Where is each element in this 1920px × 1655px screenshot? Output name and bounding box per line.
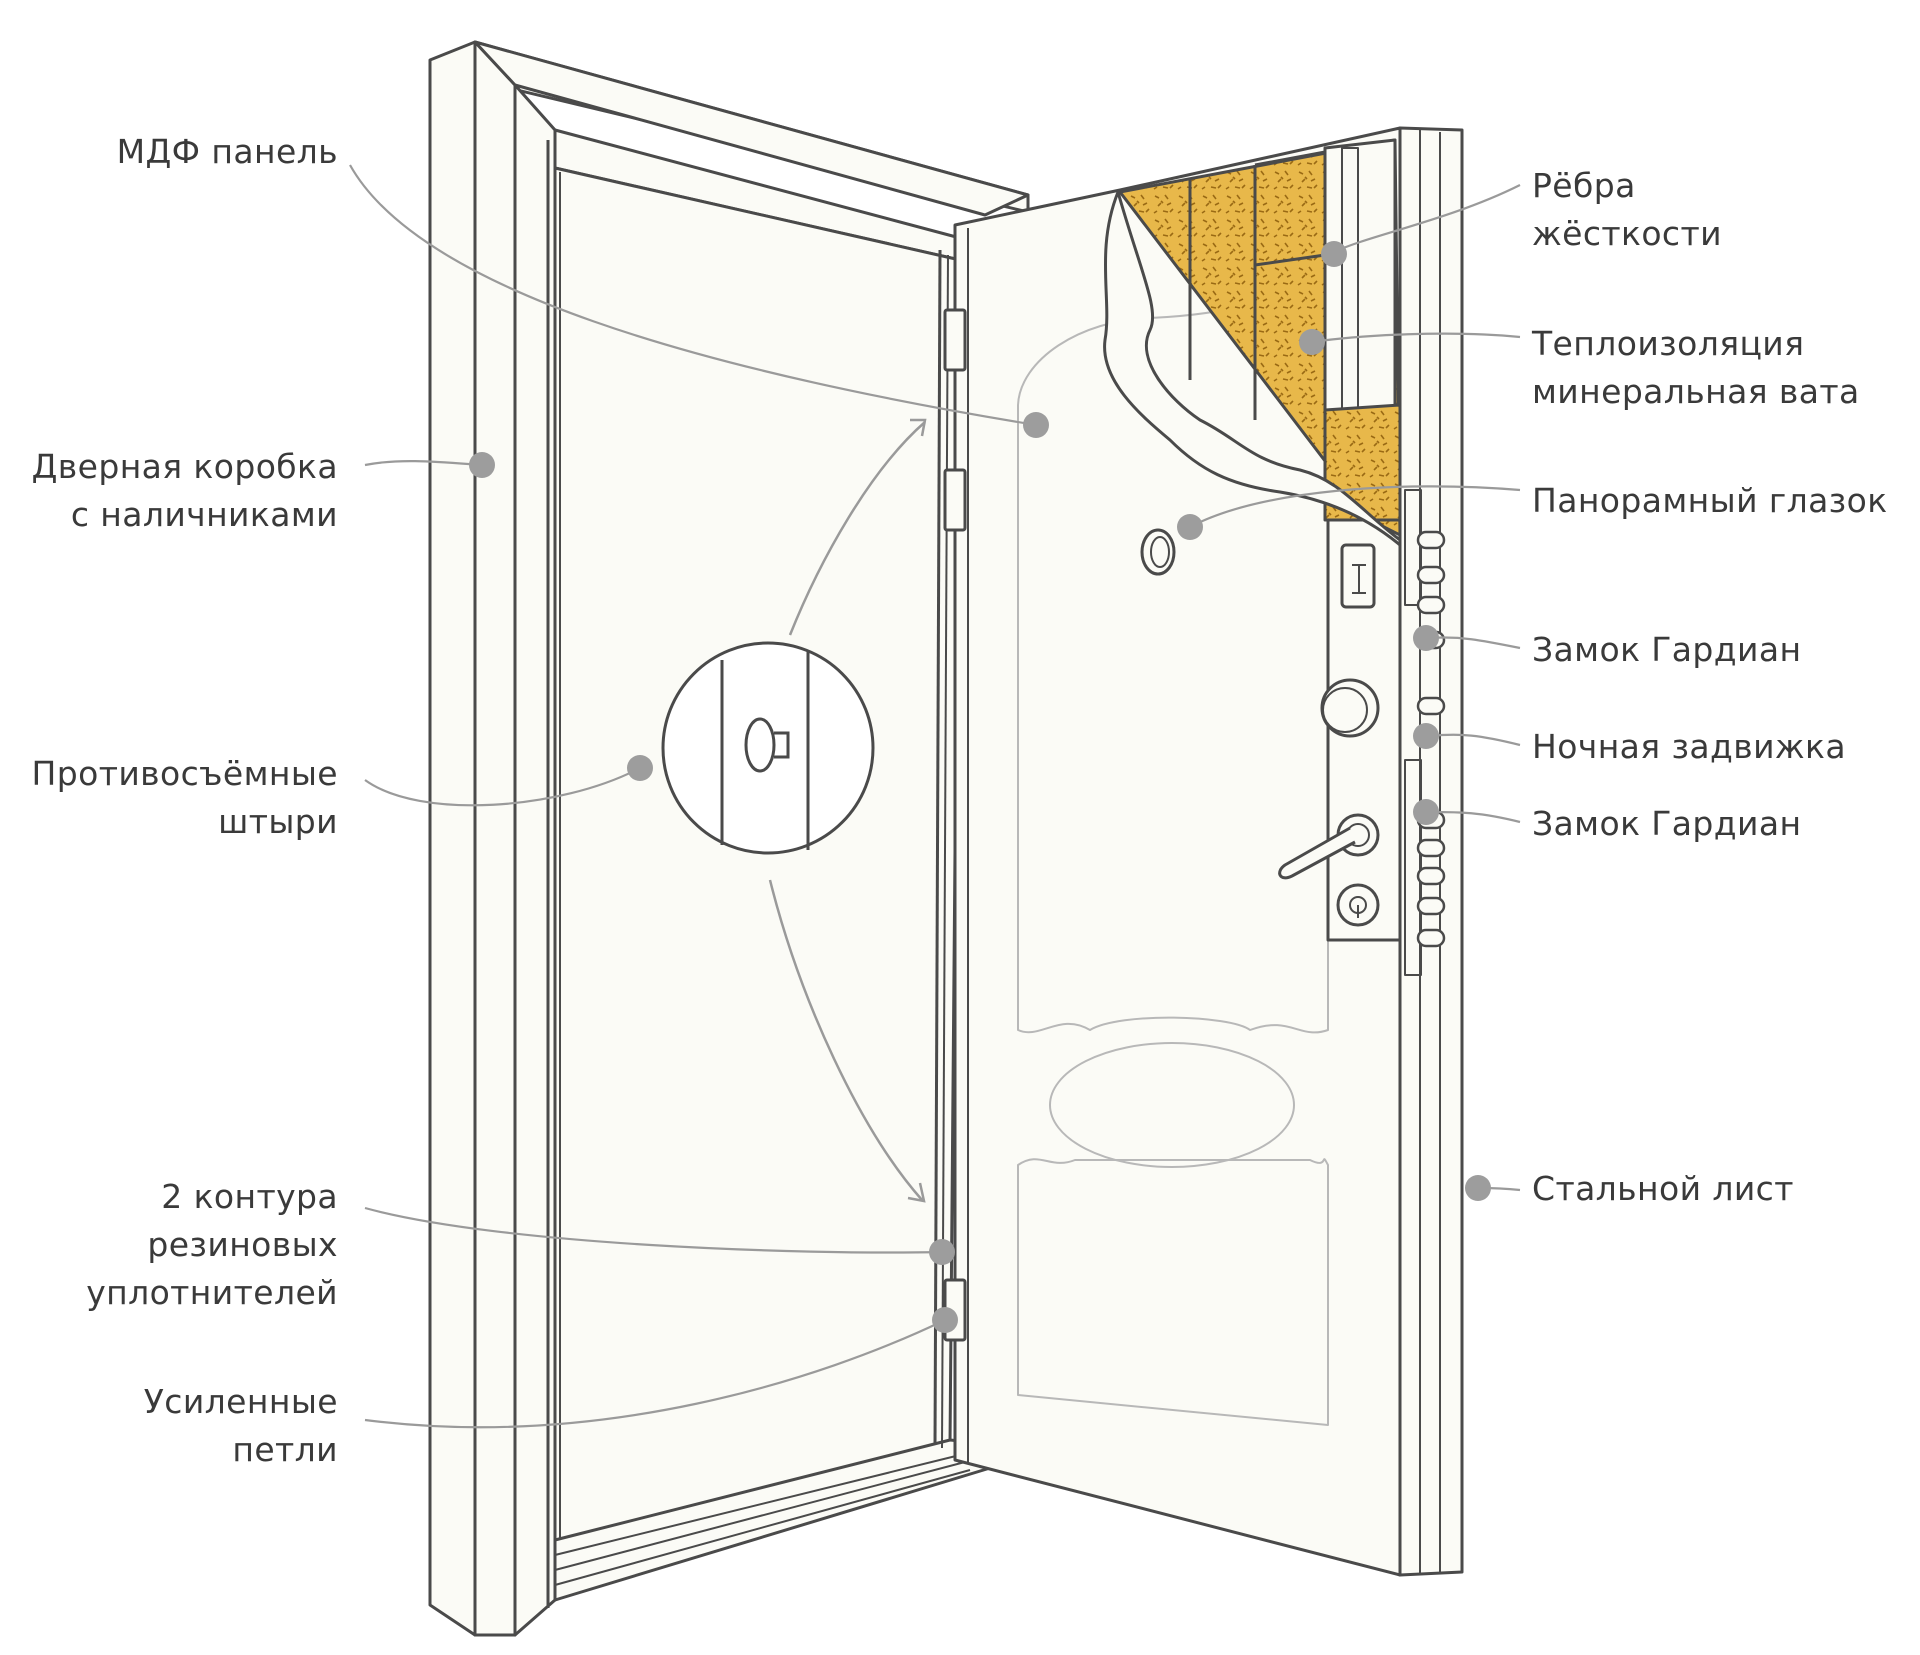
label-night-latch: Ночная задвижка	[1532, 727, 1847, 766]
label-hinges: Усиленные петли	[143, 1382, 338, 1469]
label-steel-sheet: Стальной лист	[1532, 1169, 1794, 1208]
pin-zoom-circle	[661, 641, 875, 855]
dot-ribs	[1321, 241, 1347, 267]
dot-insulation	[1299, 329, 1325, 355]
label-mdf-panel: МДФ панель	[116, 132, 338, 171]
zoom-arrows	[768, 418, 927, 1203]
leader-ribs	[1333, 184, 1521, 253]
label-stiffening-ribs: Рёбра жёсткости	[1532, 166, 1722, 253]
door-frame	[428, 40, 1030, 1637]
dot-pins	[627, 755, 653, 781]
label-insulation: Теплоизоляция минеральная вата	[1532, 324, 1860, 411]
leader-insulation	[1311, 332, 1521, 344]
dot-night-latch	[1413, 723, 1439, 749]
dot-lock-top	[1413, 625, 1439, 651]
dot-hinges	[932, 1307, 958, 1333]
dot-lock-bottom	[1413, 799, 1439, 825]
label-rubber-seals: 2 контура резиновых уплотнителей	[86, 1177, 338, 1312]
leader-hinges	[364, 1319, 946, 1429]
leader-door-frame	[364, 460, 483, 467]
leader-seals	[364, 1206, 943, 1254]
dot-seals	[929, 1239, 955, 1265]
label-peephole: Панорамный глазок	[1532, 481, 1888, 520]
callout-dots	[469, 241, 1491, 1333]
label-door-frame: Дверная коробка с наличниками	[31, 447, 338, 534]
label-anti-removal-pins: Противосъёмные штыри	[31, 754, 338, 841]
dot-door-frame	[469, 452, 495, 478]
label-lock-bottom: Замок Гардиан	[1532, 804, 1802, 843]
insulation-cutaway	[1103, 138, 1402, 547]
leader-peephole	[1189, 485, 1521, 528]
dot-steel-sheet	[1465, 1175, 1491, 1201]
label-lock-top: Замок Гардиан	[1532, 630, 1802, 669]
leader-mdf-panel	[349, 164, 1037, 427]
dot-peephole	[1177, 514, 1203, 540]
dot-mdf-panel	[1023, 412, 1049, 438]
leader-lines	[349, 164, 1521, 1429]
leader-pins	[364, 767, 641, 807]
